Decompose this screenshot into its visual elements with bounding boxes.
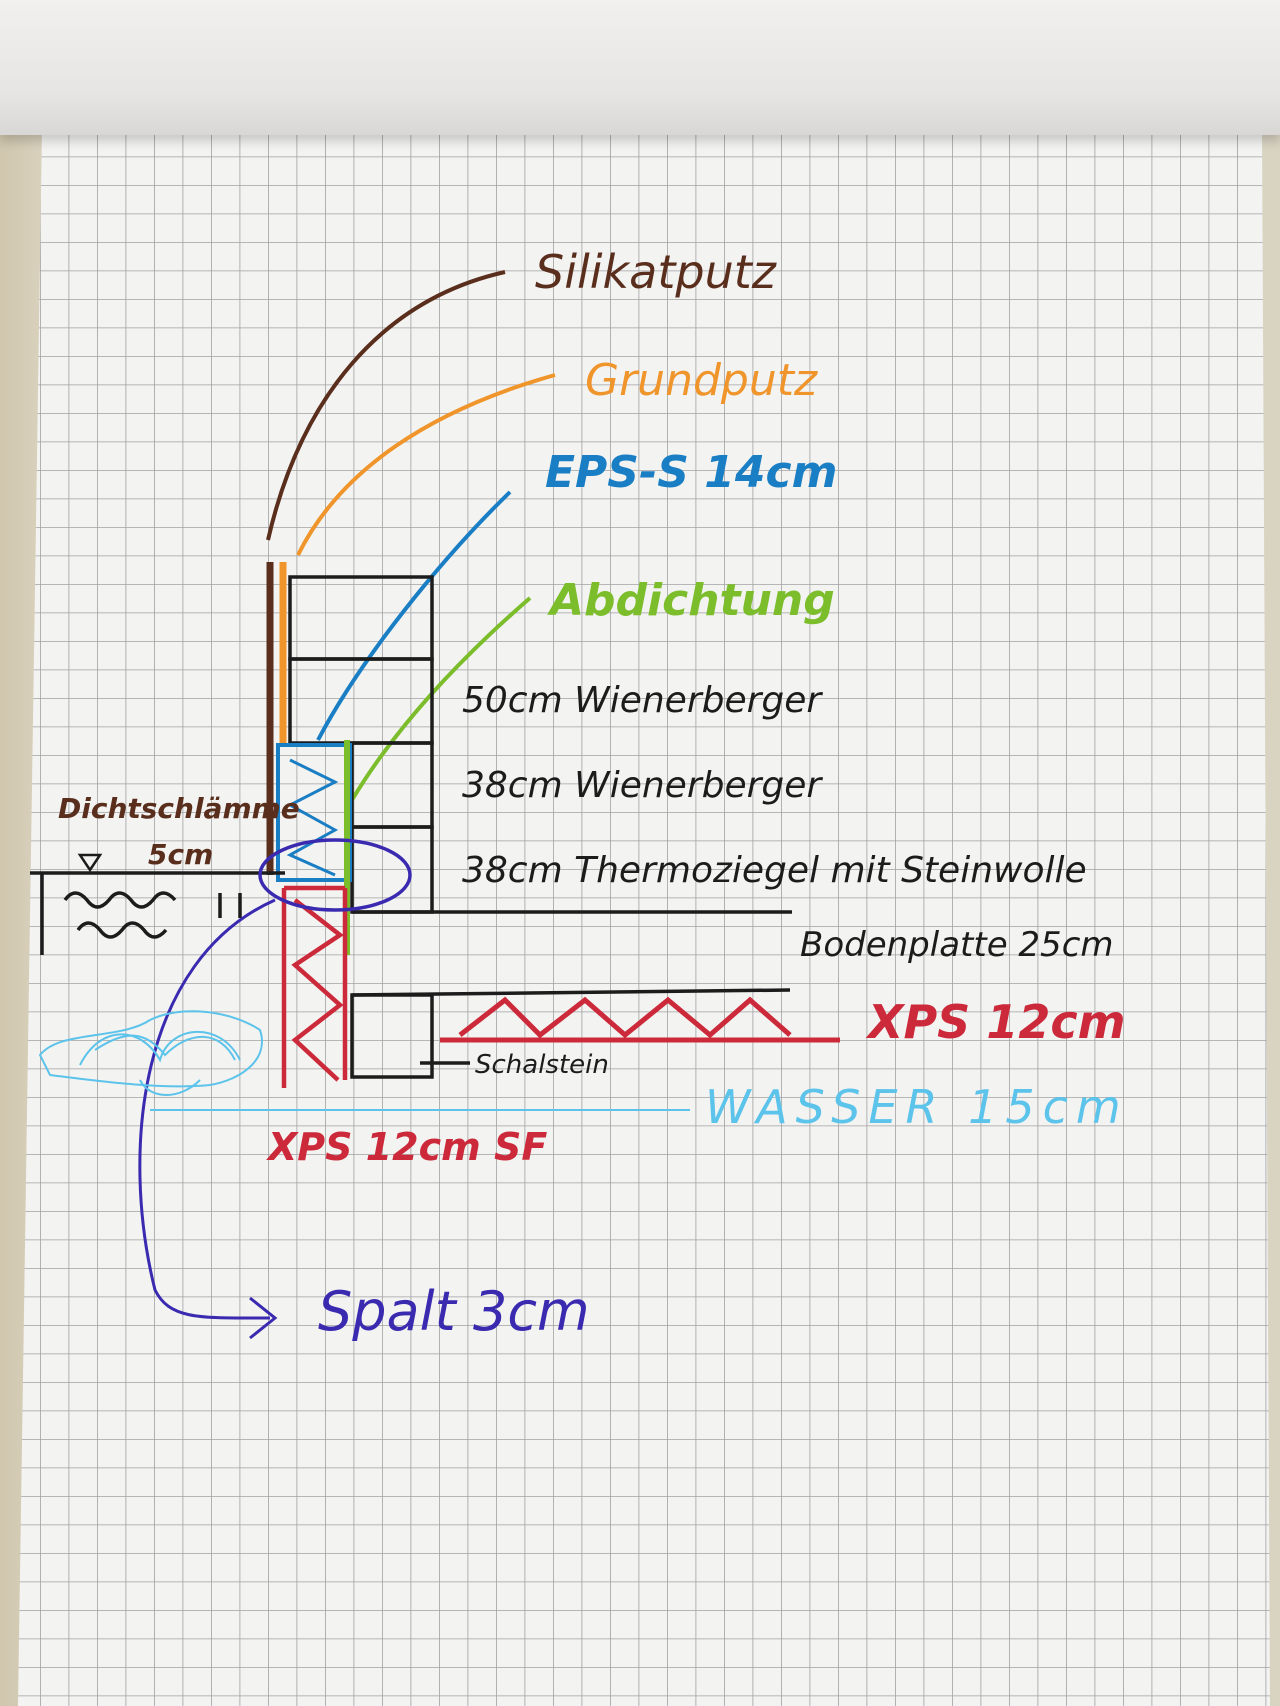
xps-floor-insulation bbox=[440, 996, 840, 1043]
grundputz-leader-line bbox=[296, 373, 556, 556]
label-eps: EPS-S 14cm bbox=[545, 447, 838, 498]
water-scribble bbox=[38, 1010, 690, 1111]
label-spalt: Spalt 3cm bbox=[318, 1280, 590, 1343]
label-abdichtung: Abdichtung bbox=[550, 575, 835, 626]
ground-level bbox=[30, 853, 285, 955]
abdichtung-leader-line bbox=[350, 596, 532, 802]
notepad-top-flap bbox=[0, 0, 1280, 135]
grid-area bbox=[18, 128, 1270, 1706]
eps-leader-line bbox=[316, 490, 512, 741]
spalt-arrow-head bbox=[249, 1296, 278, 1340]
eps-zigzag-fill bbox=[286, 758, 339, 877]
label-silikatputz: Silikatputz bbox=[535, 245, 776, 299]
label-wienerberger-38: 38cm Wienerberger bbox=[462, 765, 822, 806]
label-xps-sf: XPS 12cm SF bbox=[268, 1125, 548, 1169]
spalt-highlight-ellipse bbox=[258, 838, 412, 912]
label-wasser: WASSER 15cm bbox=[705, 1080, 1129, 1134]
xps-sf-perimeter-insulation bbox=[281, 885, 348, 1088]
label-dichtschlaemme: Dichtschlämme bbox=[58, 792, 300, 825]
label-grundputz: Grundputz bbox=[585, 355, 818, 406]
label-schalstein: Schalstein bbox=[475, 1050, 609, 1080]
label-dichtschlaemme-thickness: 5cm bbox=[148, 838, 214, 871]
silikatputz-leader-line bbox=[266, 270, 506, 541]
spalt-arrow bbox=[138, 898, 276, 1320]
label-xps-floor: XPS 12cm bbox=[868, 995, 1126, 1049]
schalstein-block bbox=[350, 993, 434, 1079]
label-bodenplatte: Bodenplatte 25cm bbox=[800, 925, 1114, 965]
label-thermoziegel: 38cm Thermoziegel mit Steinwolle bbox=[462, 850, 1087, 891]
label-wienerberger-50: 50cm Wienerberger bbox=[462, 680, 822, 721]
